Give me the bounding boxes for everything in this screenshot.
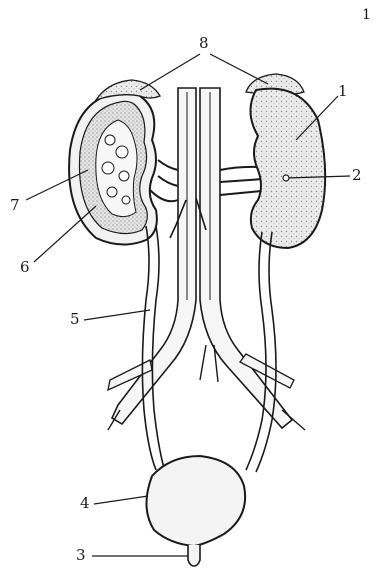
label-4: 4 bbox=[80, 496, 90, 511]
label-6: 6 bbox=[20, 260, 30, 275]
leader-4 bbox=[94, 496, 148, 504]
label-2: 2 bbox=[352, 168, 362, 183]
label-3: 3 bbox=[76, 548, 86, 563]
urinary-bladder bbox=[146, 456, 245, 546]
corner-mark: 1 bbox=[362, 8, 371, 22]
right-ureter bbox=[246, 232, 276, 472]
small-branch-a bbox=[200, 345, 218, 382]
renal-pelvis-marker bbox=[283, 175, 289, 181]
leader-5 bbox=[84, 310, 150, 320]
label-8: 8 bbox=[199, 36, 209, 51]
leader-6 bbox=[34, 206, 96, 262]
label-5: 5 bbox=[70, 312, 80, 327]
label-1: 1 bbox=[338, 84, 348, 99]
urethra bbox=[188, 545, 200, 566]
leader-8 bbox=[140, 54, 268, 90]
right-kidney bbox=[250, 89, 325, 248]
label-7: 7 bbox=[10, 198, 20, 213]
